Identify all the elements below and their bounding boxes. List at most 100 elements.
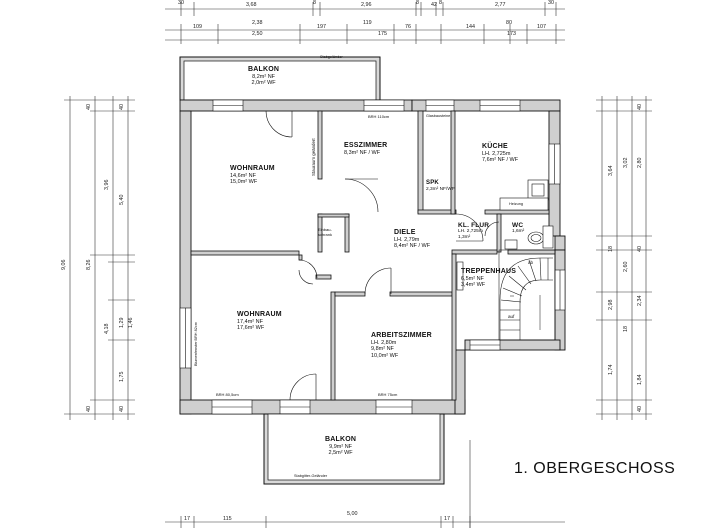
stair-ab: ab xyxy=(528,260,534,265)
kl-flur-label: KL. FLUR LH. 2,725m 1,3m² xyxy=(458,222,489,241)
kitchen-fixtures xyxy=(499,179,549,211)
dim-left-s1: 40 xyxy=(119,104,125,110)
left-dimension-lines xyxy=(64,96,135,420)
einbauschrank-label: Einbau-schrank xyxy=(318,227,333,237)
room-name: WOHNRAUM xyxy=(237,311,282,318)
dim-bottom-2: 5,00 xyxy=(347,511,358,517)
wohnraum2-label: WOHNRAUM 17,4m² NF 17,6m² WF xyxy=(237,311,282,332)
balkon-top xyxy=(179,56,381,101)
room-nf: 1,6m² xyxy=(512,229,525,235)
room-lh: LH. 2,79m xyxy=(394,237,420,244)
dim-top1-4: 8 xyxy=(416,0,419,6)
room-nf: 7,6m² NF / WF xyxy=(482,157,519,164)
balkon-bottom-note: Stabgitter-Geländer xyxy=(294,474,328,478)
esszimmer-brh: BRH 110cm xyxy=(368,114,390,119)
top-dimension-lines xyxy=(165,2,565,44)
interior-walls xyxy=(190,110,556,401)
dim-left-1: 3,96 xyxy=(104,179,110,191)
wc-label: WC 1,6m² xyxy=(512,222,524,235)
doors xyxy=(265,110,500,401)
room-wf: 2,0m² WF xyxy=(251,80,276,87)
arbeitszimmer-label: ARBEITSZIMMER LH. 2,80m 9,8m² NF 10,0m² … xyxy=(371,332,432,359)
dim-left-s0: 40 xyxy=(86,104,92,110)
kueche-glasbausteine: Glasbausteine xyxy=(426,114,451,118)
room-name: WOHNRAUM xyxy=(230,165,275,172)
dim-top2-0: 109 xyxy=(193,24,202,30)
room-nf: 17,4m² NF xyxy=(237,319,263,326)
room-name: DIELE xyxy=(394,229,416,236)
floor-title: 1. OBERGESCHOSS xyxy=(514,460,676,477)
balkon-bottom xyxy=(263,413,445,485)
balkon-top-note: Stabgeländer xyxy=(320,55,343,59)
dim-right-6: 1,74 xyxy=(608,364,614,376)
dim-right-4: 2,98 xyxy=(608,299,614,311)
dim-left-2: 5,40 xyxy=(119,194,125,206)
room-name: WC xyxy=(512,222,524,229)
dim-left-4: 1,75 xyxy=(119,371,125,383)
dim-left-outer: 9,06 xyxy=(61,259,67,271)
dim-top1-3: 2,96 xyxy=(361,2,372,8)
arbeitszimmer-brh: BRH 75cm xyxy=(378,392,398,397)
dim-right-s4: 40 xyxy=(637,406,643,412)
stair-auf: auf xyxy=(508,314,515,319)
room-nf: 6,5m² NF xyxy=(461,276,484,283)
room-nf: 14,6m² NF xyxy=(230,173,256,180)
wohnraum2-blumenfenster: Blumenfenster BRH 82cm xyxy=(194,322,198,366)
windows xyxy=(179,99,566,415)
wohnraum2-brh: BRH 80,5cm xyxy=(216,392,239,397)
dim-bottom-0: 17 xyxy=(184,516,190,522)
room-wf: 3,4m² WF xyxy=(461,282,486,289)
dim-right-2: 2,80 xyxy=(637,157,643,169)
dim-top1-8: 30 xyxy=(548,0,554,6)
dim-right-5: 2,34 xyxy=(637,295,643,307)
dim-left-6: 4,18 xyxy=(104,323,110,335)
dim-right-s0: 40 xyxy=(637,104,643,110)
stauraum-label: Stauraum geändert xyxy=(311,138,316,176)
dim-right-s3: 18 xyxy=(623,326,629,332)
room-nf: 9,9m² NF xyxy=(329,444,353,451)
dim-right-1: 3,02 xyxy=(623,157,629,169)
room-wf: 10,0m² WF xyxy=(371,352,399,359)
dim-left-5: 1,46 xyxy=(128,317,134,329)
room-wf: 15,0m² WF xyxy=(230,179,258,186)
balkon-top-label: BALKON 8,2m² NF 2,0m² WF xyxy=(248,66,279,87)
dim-right-3: 2,60 xyxy=(623,261,629,273)
dim-top2-8: 80 xyxy=(506,20,512,26)
stair-landing xyxy=(456,261,464,291)
dim-top2-7: 144 xyxy=(466,24,475,30)
room-nf: 9,8m² NF xyxy=(371,346,394,353)
treppenhaus-label: TREPPENHAUS 6,5m² NF 3,4m² WF xyxy=(461,268,516,289)
room-lh: LH. 2,725m xyxy=(458,229,483,235)
dim-top2-6: 76 xyxy=(405,24,411,30)
dim-top1-6: 8 xyxy=(439,0,442,6)
room-name: ARBEITSZIMMER xyxy=(371,332,432,339)
room-lh: LH. 2,80m xyxy=(371,340,397,347)
staircase xyxy=(498,249,556,341)
dim-top2-1: 2,38 xyxy=(252,20,263,26)
dim-top1-7: 2,77 xyxy=(495,2,506,8)
diele-label: DIELE LH. 2,79m 8,4m² NF / WF xyxy=(394,229,430,250)
dim-right-7: 1,84 xyxy=(637,374,643,386)
room-nf: 8,3m² NF / WF xyxy=(344,150,381,157)
bottom-dimension-lines xyxy=(165,440,565,528)
room-name: ESSZIMMER xyxy=(344,142,388,149)
dim-left-s3: 40 xyxy=(119,406,125,412)
wc-fixtures xyxy=(504,225,554,250)
dim-top2-2: 2,50 xyxy=(252,31,263,37)
dim-bottom-1: 115 xyxy=(223,516,232,522)
dim-top1-2: 8 xyxy=(313,0,316,6)
room-name: KL. FLUR xyxy=(458,222,490,229)
room-name: SPK xyxy=(426,180,439,186)
dim-top2-3: 197 xyxy=(317,24,326,30)
balkon-bottom-label: BALKON 9,9m² NF 2,5m² WF xyxy=(325,436,356,457)
room-name: KÜCHE xyxy=(482,143,508,150)
room-nf: 8,2m² NF xyxy=(252,74,276,81)
room-wf: 17,6m² WF xyxy=(237,325,265,332)
spk-label: SPK 2,3m² NF/WF xyxy=(426,180,455,192)
dim-right-s2: 40 xyxy=(637,246,643,252)
dim-left-s2: 40 xyxy=(86,406,92,412)
room-nf: 8,4m² NF / WF xyxy=(394,243,431,250)
room-wf: 2,5m² WF xyxy=(328,450,353,457)
esszimmer-label: ESSZIMMER 8,3m² NF / WF xyxy=(344,142,387,156)
dim-top1-0: 30 xyxy=(178,0,184,6)
